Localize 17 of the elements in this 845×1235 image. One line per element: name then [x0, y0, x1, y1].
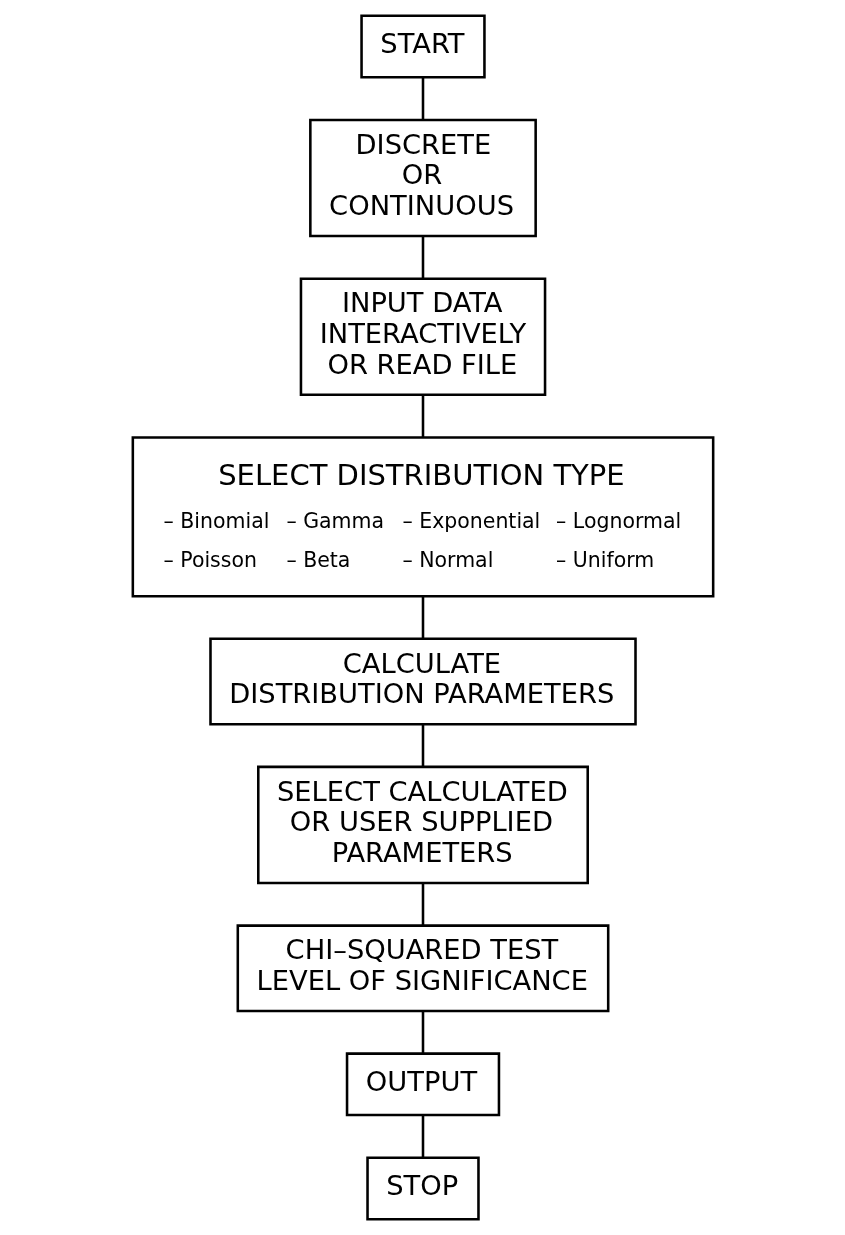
node-box: CALCULATE DISTRIBUTION PARAMETERS: [208, 637, 637, 726]
connector: [421, 236, 424, 279]
connector: [421, 596, 424, 639]
connector: [421, 1011, 424, 1053]
connector: [421, 883, 424, 926]
node-box: STOP: [365, 1156, 480, 1221]
connector: [421, 77, 424, 120]
connector: [421, 724, 424, 767]
node-box: SELECT DISTRIBUTION TYPE – Binomial – Gamma – Exponential – Lognormal – Poisson – Beta – Normal – Uniform: [131, 436, 714, 598]
node-box: OUTPUT: [345, 1052, 500, 1117]
node-box: INPUT DATA INTERACTIVELY OR READ FILE: [299, 277, 546, 397]
node-box: DISCRETE OR CONTINUOUS: [308, 118, 537, 238]
node-box: SELECT CALCULATED OR USER SUPPLIED PARAMETERS: [256, 765, 589, 885]
connector: [421, 1115, 424, 1158]
node-box: START: [359, 14, 486, 79]
node-box: CHI–SQUARED TEST LEVEL OF SIGNIFICANCE: [236, 924, 609, 1013]
connector: [421, 394, 424, 438]
